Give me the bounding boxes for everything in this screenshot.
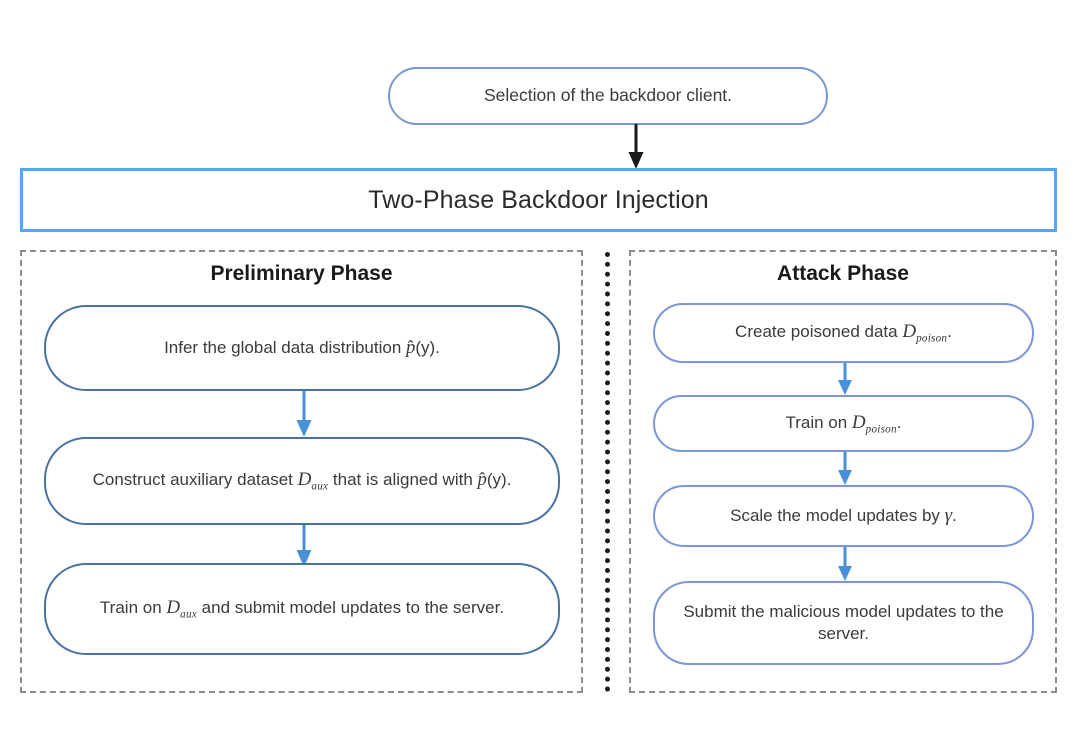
step-infer-global-data-distribution: Infer the global data distribution p̂(y)… bbox=[44, 305, 560, 391]
arrow-right-step2-to-step3 bbox=[835, 452, 855, 485]
entry-node-selection-of-backdoor-client: Selection of the backdoor client. bbox=[388, 67, 828, 125]
phase-title-preliminary: Preliminary Phase bbox=[210, 262, 393, 285]
arrow-right-step3-to-step4 bbox=[835, 547, 855, 581]
banner-label: Two-Phase Backdoor Injection bbox=[368, 185, 709, 214]
step-train-on-aux-and-submit: Train on Daux and submit model updates t… bbox=[44, 563, 560, 655]
arrow-right-step1-to-step2 bbox=[835, 363, 855, 395]
step-submit-malicious-updates: Submit the malicious model updates to th… bbox=[653, 581, 1034, 665]
step-label: Construct auxiliary dataset Daux that is… bbox=[92, 469, 512, 493]
step-construct-auxiliary-dataset: Construct auxiliary dataset Daux that is… bbox=[44, 437, 560, 525]
arrow-entry-to-banner bbox=[625, 124, 647, 169]
phase-divider bbox=[605, 252, 610, 692]
step-label: Create poisoned data Dpoison. bbox=[735, 321, 952, 345]
step-scale-model-updates: Scale the model updates by γ. bbox=[653, 485, 1034, 547]
step-label: Infer the global data distribution p̂(y)… bbox=[164, 336, 440, 358]
step-create-poisoned-data: Create poisoned data Dpoison. bbox=[653, 303, 1034, 363]
arrow-left-step2-to-step3 bbox=[294, 525, 314, 567]
step-label: Scale the model updates by γ. bbox=[730, 505, 957, 527]
step-label: Train on Dpoison. bbox=[785, 411, 902, 436]
step-label: Submit the malicious model updates to th… bbox=[683, 601, 1004, 643]
entry-node-label: Selection of the backdoor client. bbox=[483, 85, 733, 106]
step-label: Train on Daux and submit model updates t… bbox=[99, 597, 505, 621]
banner-two-phase-backdoor-injection: Two-Phase Backdoor Injection bbox=[20, 168, 1057, 232]
phase-container-attack bbox=[629, 250, 1057, 693]
phase-container-preliminary bbox=[20, 250, 583, 693]
arrow-left-step1-to-step2 bbox=[294, 391, 314, 437]
phase-title-attack: Attack Phase bbox=[777, 262, 909, 285]
step-train-on-poison: Train on Dpoison. bbox=[653, 395, 1034, 452]
